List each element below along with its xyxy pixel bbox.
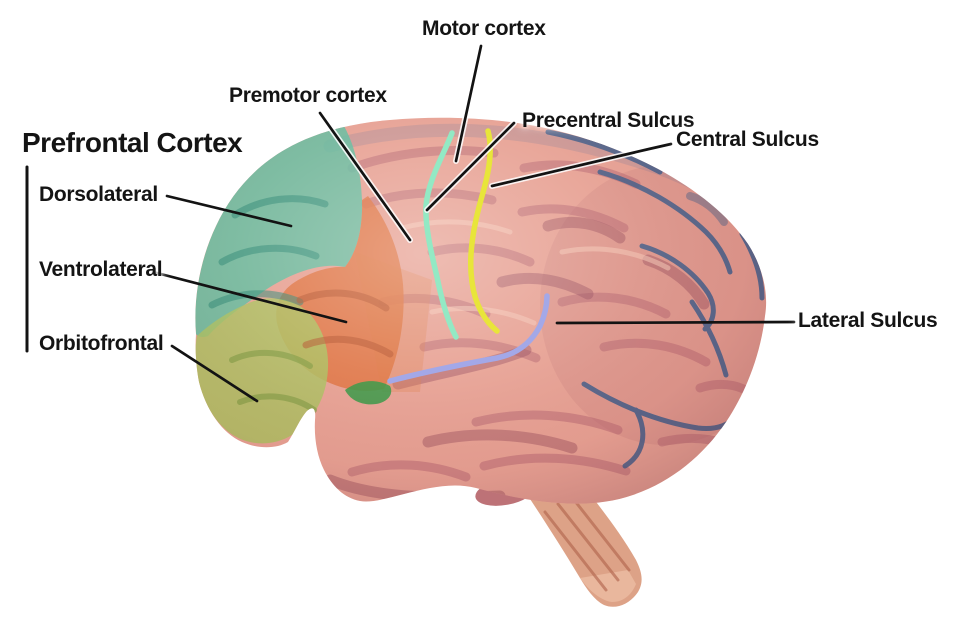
central-sulcus-pointer-line [490, 142, 673, 188]
premotor-cortex-pointer-line [318, 111, 412, 242]
motor-cortex-pointer-line [454, 44, 483, 163]
premotor-cortex-label: Premotor cortex [229, 84, 387, 107]
ventrolateral-pointer-line [151, 270, 348, 324]
dorsolateral-pointer-line [165, 194, 293, 228]
orbitofrontal-label: Orbitofrontal [39, 332, 164, 355]
precentral-sulcus-line [423, 130, 459, 340]
dorsolateral-label: Dorsolateral [39, 183, 158, 206]
central-sulcus-label: Central Sulcus [676, 128, 819, 151]
brainstem-striations [543, 494, 631, 592]
motor-cortex-label: Motor cortex [422, 17, 546, 40]
lateral-sulcus-label: Lateral Sulcus [798, 309, 938, 332]
precentral-sulcus-pointer-line [425, 121, 516, 212]
central-sulcus-line [467, 128, 500, 334]
orbitofrontal-pointer-line [170, 344, 259, 403]
prefrontal-cortex-heading: Prefrontal Cortex [22, 127, 243, 158]
lateral-sulcus-line [387, 293, 550, 384]
brainstem-cut-face [580, 570, 636, 602]
precentral-sulcus-label: Precentral Sulcus [522, 109, 695, 132]
pointer-lines [25, 44, 796, 403]
lateral-sulcus-pointer-line [555, 320, 796, 325]
ventrolateral-label: Ventrolateral [39, 258, 163, 281]
